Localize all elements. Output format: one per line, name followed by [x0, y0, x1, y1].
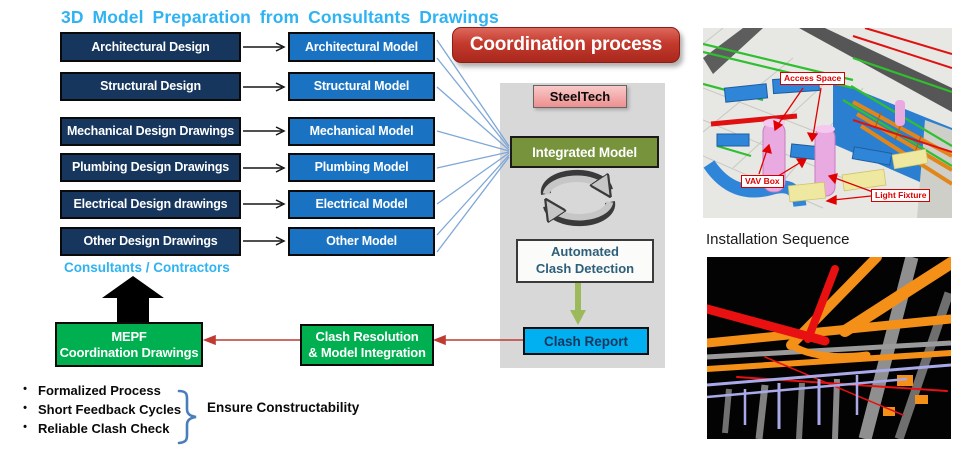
- model-box-other: Other Model: [288, 227, 435, 256]
- design-box-structural: Structural Design: [60, 72, 241, 101]
- bullet-icon: •: [23, 402, 27, 414]
- cycle-arrows-icon: [540, 169, 616, 227]
- light-fixture-callout: Light Fixture: [871, 189, 931, 203]
- steeltech-label-box: SteelTech: [533, 85, 627, 108]
- design-to-model-arrows: [243, 42, 286, 246]
- model-box-plumbing: Plumbing Model: [288, 153, 435, 182]
- ensure-constructability-label: Ensure Constructability: [207, 400, 360, 415]
- model-to-integrated-lines: [436, 39, 510, 253]
- installation-sequence-image: [707, 257, 951, 439]
- model-box-architectural: Architectural Model: [288, 32, 435, 62]
- feedback-arrows: [202, 334, 523, 346]
- vav-box-callout: VAV Box: [741, 175, 784, 189]
- clash-report-box: Clash Report: [523, 327, 649, 355]
- mepf-coordination-box: MEPF Coordination Drawings: [55, 322, 203, 367]
- design-box-architectural: Architectural Design: [60, 32, 241, 62]
- list-item: •Reliable Clash Check: [12, 421, 181, 436]
- design-box-electrical: Electrical Design drawings: [60, 190, 241, 219]
- model-box-mechanical: Mechanical Model: [288, 117, 435, 146]
- list-item: •Formalized Process: [12, 383, 181, 398]
- up-arrow-icon: [102, 276, 164, 322]
- integrated-model-box: Integrated Model: [510, 136, 659, 168]
- coordination-model-image: [703, 28, 952, 218]
- access-space-callout: Access Space: [780, 72, 846, 86]
- detection-arrow-icon: [570, 282, 586, 325]
- consultants-contractors-label: Consultants / Contractors: [64, 260, 230, 275]
- benefits-list: •Formalized Process •Short Feedback Cycl…: [12, 383, 181, 440]
- model-box-structural: Structural Model: [288, 72, 435, 101]
- bullet-icon: •: [23, 421, 27, 433]
- design-box-plumbing: Plumbing Design Drawings: [60, 153, 241, 182]
- model-box-electrical: Electrical Model: [288, 190, 435, 219]
- design-box-mechanical: Mechanical Design Drawings: [60, 117, 241, 146]
- brace-icon: [177, 389, 197, 445]
- list-item: •Short Feedback Cycles: [12, 402, 181, 417]
- coordination-process-banner: Coordination process: [452, 27, 680, 63]
- installation-sequence-label: Installation Sequence: [706, 231, 850, 248]
- clash-resolution-box: Clash Resolution & Model Integration: [300, 324, 434, 366]
- page-title: 3D Model Preparation from Consultants Dr…: [61, 7, 499, 27]
- design-box-other: Other Design Drawings: [60, 227, 241, 256]
- automated-clash-detection-box: Automated Clash Detection: [516, 239, 654, 283]
- bullet-icon: •: [23, 383, 27, 395]
